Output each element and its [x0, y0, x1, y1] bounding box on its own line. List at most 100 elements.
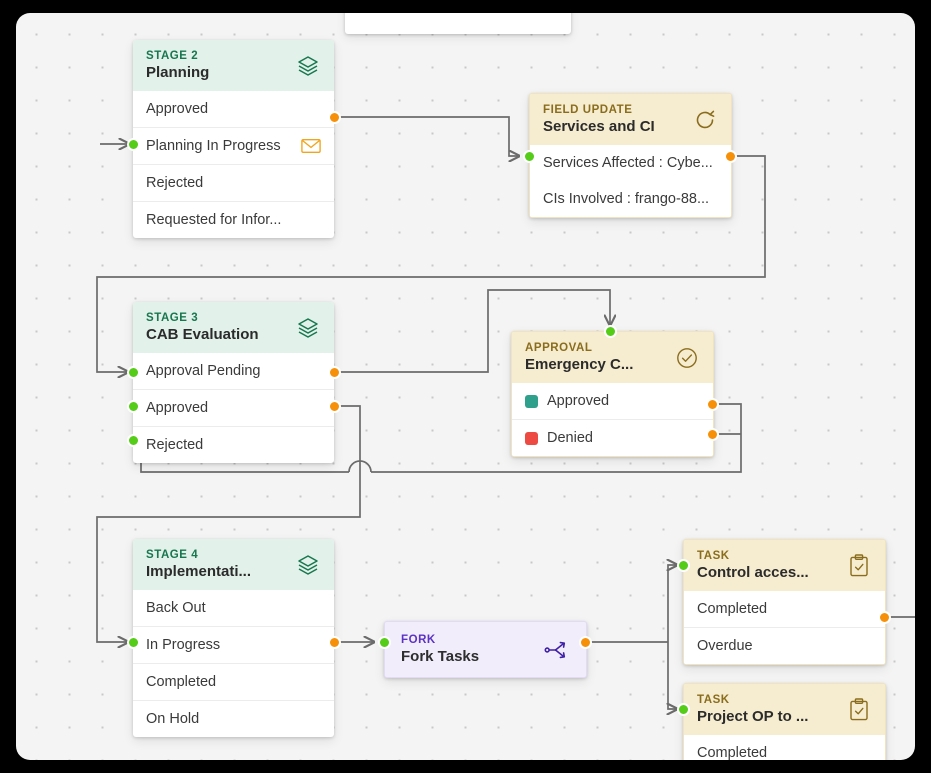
- node-field-update[interactable]: FIELD UPDATE Services and CI Services Af…: [529, 93, 732, 218]
- row-label: Approved: [146, 101, 209, 117]
- port-in-stage2-planning-in-progress[interactable]: [127, 138, 140, 151]
- node-row[interactable]: Services Affected : Cybe...: [530, 145, 731, 181]
- port-in-task-2[interactable]: [677, 703, 690, 716]
- node-title: CAB Evaluation: [146, 326, 259, 343]
- node-header: FIELD UPDATE Services and CI: [530, 94, 731, 145]
- node-row[interactable]: Requested for Infor...: [133, 201, 334, 238]
- node-stage-4[interactable]: STAGE 4 Implementati... Back Out In Prog…: [133, 539, 334, 737]
- port-out-stage3-approval-pending[interactable]: [328, 366, 341, 379]
- edge-fork-to-task2: [668, 642, 677, 709]
- node-task-2[interactable]: TASK Project OP to ... Completed: [683, 683, 886, 760]
- port-in-fork[interactable]: [378, 636, 391, 649]
- row-label: Approved: [547, 393, 610, 409]
- node-header: FORK Fork Tasks: [385, 622, 586, 677]
- port-in-approval-top[interactable]: [604, 325, 617, 338]
- clipboard-check-icon: [846, 697, 872, 723]
- node-row[interactable]: Approval Pending: [133, 353, 334, 389]
- node-title: Implementati...: [146, 563, 252, 580]
- node-row[interactable]: Overdue: [684, 627, 885, 664]
- row-label: Completed: [146, 674, 217, 690]
- node-kicker: TASK: [697, 550, 730, 562]
- check-circle-icon: [674, 345, 700, 371]
- node-row[interactable]: Denied: [512, 419, 713, 456]
- node-stage-3[interactable]: STAGE 3 CAB Evaluation Approval Pending …: [133, 302, 334, 463]
- row-label: Planning In Progress: [146, 138, 281, 154]
- node-task-1[interactable]: TASK Control acces... Completed Overdue: [683, 539, 886, 665]
- node-row[interactable]: Completed: [684, 735, 885, 760]
- node-header: APPROVAL Emergency C...: [512, 332, 713, 383]
- port-in-stage4-in-progress[interactable]: [127, 636, 140, 649]
- edge-stage2-to-fieldupdate: [334, 116, 519, 156]
- port-out-stage3-approved[interactable]: [328, 400, 341, 413]
- layers-icon: [295, 53, 321, 79]
- node-approval[interactable]: APPROVAL Emergency C... Approved Denied: [511, 331, 714, 457]
- refresh-icon: [692, 107, 718, 133]
- row-label: Services Affected : Cybe...: [543, 155, 713, 171]
- port-out-approval-denied[interactable]: [706, 428, 719, 441]
- port-out-stage4-in-progress[interactable]: [328, 636, 341, 649]
- port-out-fork[interactable]: [579, 636, 592, 649]
- port-in-stage3-approved[interactable]: [127, 400, 140, 413]
- node-row[interactable]: Completed: [684, 591, 885, 627]
- port-in-task-1[interactable]: [677, 559, 690, 572]
- row-label: On Hold: [146, 711, 200, 727]
- port-out-stage2-approved[interactable]: [328, 111, 341, 124]
- node-title: Fork Tasks: [401, 648, 480, 665]
- node-header: STAGE 2 Planning: [133, 40, 334, 91]
- row-label: Rejected: [146, 437, 204, 453]
- row-label: Approved: [146, 400, 209, 416]
- row-label: Completed: [697, 745, 768, 760]
- row-label: Overdue: [697, 638, 753, 654]
- node-kicker: FORK: [401, 634, 436, 646]
- node-kicker: APPROVAL: [525, 342, 593, 354]
- edge-fork-to-task1: [668, 565, 677, 642]
- node-title: Services and CI: [543, 118, 655, 135]
- edge-line-hop: [348, 460, 372, 473]
- node-row[interactable]: Completed: [133, 663, 334, 700]
- workflow-canvas[interactable]: STAGE 2 Planning Approved Planning In Pr…: [16, 13, 915, 760]
- port-in-field-update[interactable]: [523, 150, 536, 163]
- node-header: STAGE 4 Implementati...: [133, 539, 334, 590]
- row-label: Requested for Infor...: [146, 212, 282, 228]
- port-out-field-update[interactable]: [724, 150, 737, 163]
- envelope-icon: [301, 138, 321, 154]
- row-label: Rejected: [146, 175, 204, 191]
- row-label: Approval Pending: [146, 363, 261, 379]
- node-row[interactable]: Rejected: [133, 164, 334, 201]
- node-kicker: STAGE 3: [146, 312, 199, 324]
- status-chip-approved: [525, 394, 538, 408]
- node-row[interactable]: Approved: [133, 91, 334, 127]
- node-fork[interactable]: FORK Fork Tasks: [384, 621, 587, 678]
- node-row[interactable]: On Hold: [133, 700, 334, 737]
- node-kicker: TASK: [697, 694, 730, 706]
- node-header: STAGE 3 CAB Evaluation: [133, 302, 334, 353]
- row-label: In Progress: [146, 637, 221, 653]
- node-row[interactable]: Approved: [512, 383, 713, 419]
- row-label: Back Out: [146, 600, 206, 616]
- layers-icon: [295, 552, 321, 578]
- node-row[interactable]: Back Out: [133, 590, 334, 626]
- node-kicker: STAGE 2: [146, 50, 199, 62]
- row-label: CIs Involved : frango-88...: [543, 191, 710, 207]
- port-out-task-1-completed[interactable]: [878, 611, 891, 624]
- status-chip-denied: [525, 431, 538, 445]
- fork-icon: [544, 637, 570, 663]
- node-row[interactable]: CIs Involved : frango-88...: [530, 181, 731, 217]
- port-out-approval-approved[interactable]: [706, 398, 719, 411]
- port-in-stage3-rejected[interactable]: [127, 434, 140, 447]
- node-row[interactable]: Rejected: [133, 426, 334, 463]
- clipboard-check-icon: [846, 553, 872, 579]
- layers-icon: [295, 315, 321, 341]
- clipped-node-above[interactable]: [345, 13, 571, 34]
- node-stage-2[interactable]: STAGE 2 Planning Approved Planning In Pr…: [133, 40, 334, 238]
- node-row[interactable]: Approved: [133, 389, 334, 426]
- node-row[interactable]: In Progress: [133, 626, 334, 663]
- row-label: Completed: [697, 601, 768, 617]
- node-title: Emergency C...: [525, 356, 634, 373]
- port-in-stage3-approval-pending[interactable]: [127, 366, 140, 379]
- node-title: Project OP to ...: [697, 708, 809, 725]
- node-row[interactable]: Planning In Progress: [133, 127, 334, 164]
- edge-stage3approved-down: [334, 405, 361, 465]
- node-title: Planning: [146, 64, 210, 81]
